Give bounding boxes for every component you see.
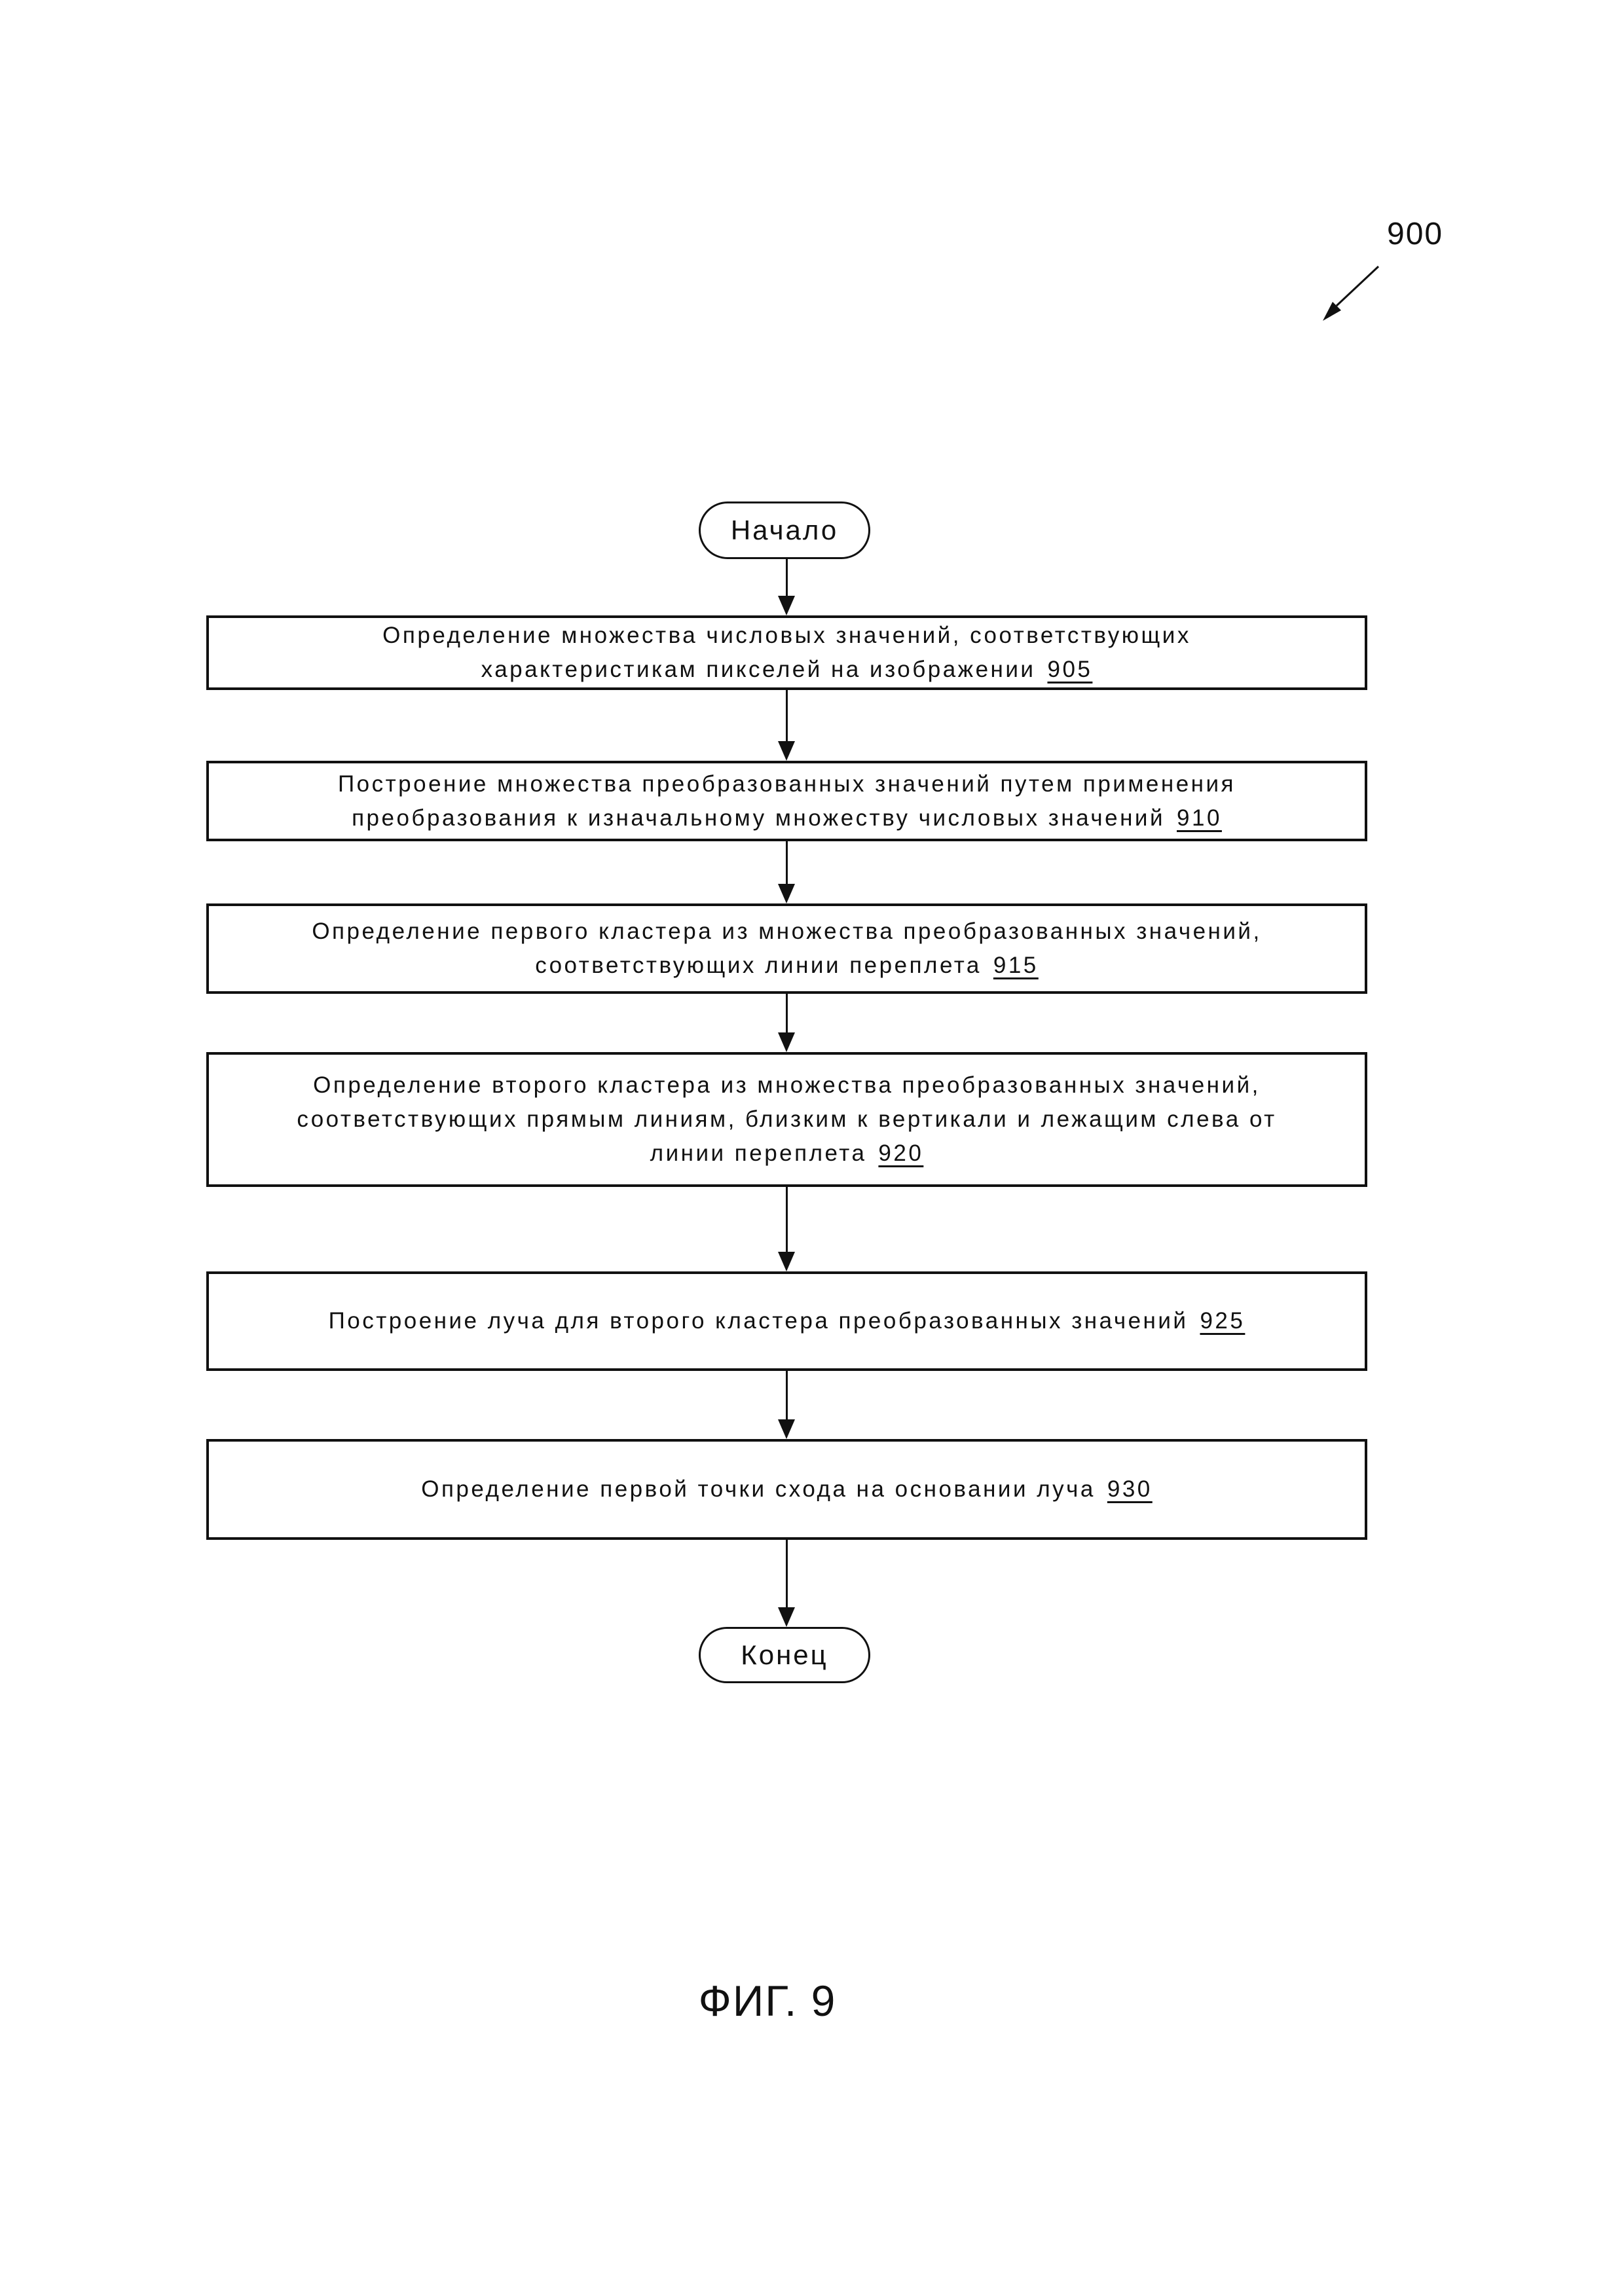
figure-leader-arrow-icon: [1323, 265, 1380, 321]
flow-step-925: Построение луча для второго кластера пре…: [206, 1271, 1367, 1371]
step-text: Определение первого кластера из множеств…: [312, 919, 1262, 944]
arrow-head-icon: [778, 741, 795, 761]
flow-arrow-7: [777, 1539, 796, 1627]
arrow-head-icon: [778, 1607, 795, 1627]
step-ref: 925: [1200, 1308, 1246, 1334]
step-text: Построение множества преобразованных зна…: [337, 771, 1236, 797]
flow-arrow-1: [777, 558, 796, 615]
flow-step-930: Определение первой точки схода на основа…: [206, 1439, 1367, 1540]
step-text: Определение первой точки схода на основа…: [421, 1476, 1096, 1502]
arrow-head-icon: [778, 1032, 795, 1052]
flow-step-915: Определение первого кластера из множеств…: [206, 903, 1367, 994]
step-text: соответствующих линии переплета: [535, 953, 982, 978]
arrow-head-icon: [778, 596, 795, 615]
arrow-head-icon: [778, 884, 795, 903]
step-text: характеристикам пикселей на изображении: [481, 657, 1036, 682]
flow-arrow-3: [777, 841, 796, 903]
flow-arrow-5: [777, 1186, 796, 1271]
step-text: Определение множества числовых значений,…: [382, 623, 1191, 648]
flow-step-920: Определение второго кластера из множеств…: [206, 1052, 1367, 1187]
start-label: Начало: [730, 515, 839, 545]
step-text: Определение второго кластера из множеств…: [313, 1072, 1261, 1098]
step-text: линии переплета: [650, 1140, 867, 1166]
flow-arrow-6: [777, 1370, 796, 1439]
step-text: преобразования к изначальному множеству …: [352, 805, 1166, 831]
flow-arrow-4: [777, 993, 796, 1052]
flow-arrow-2: [777, 689, 796, 761]
step-ref: 915: [993, 953, 1039, 978]
flow-step-910: Построение множества преобразованных зна…: [206, 761, 1367, 841]
step-ref: 905: [1047, 657, 1093, 682]
flow-step-905: Определение множества числовых значений,…: [206, 615, 1367, 690]
end-terminator: Конец: [699, 1627, 870, 1683]
figure-number-label: 900: [1387, 217, 1444, 251]
arrow-head-icon: [778, 1419, 795, 1439]
figure-caption: ФИГ. 9: [698, 1977, 837, 2025]
step-ref: 920: [878, 1140, 924, 1166]
step-ref: 910: [1177, 805, 1222, 831]
end-label: Конец: [741, 1639, 828, 1670]
start-terminator: Начало: [699, 501, 870, 559]
step-ref: 930: [1107, 1476, 1153, 1502]
step-text: соответствующих прямым линиям, близким к…: [297, 1106, 1277, 1132]
arrow-head-icon: [778, 1252, 795, 1271]
step-text: Построение луча для второго кластера пре…: [328, 1308, 1189, 1334]
